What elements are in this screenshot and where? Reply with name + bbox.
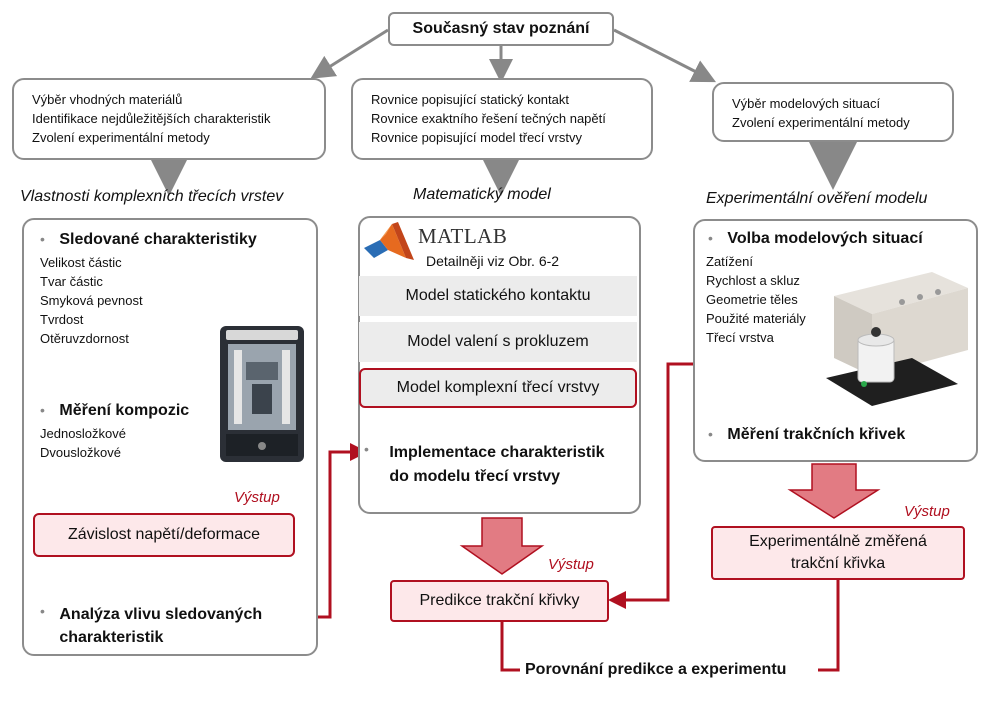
bullet-icon: •: [40, 402, 45, 418]
col1-top-box: Výběr vhodných materiálů Identifikace ne…: [12, 78, 326, 160]
col2-main-box: [358, 216, 641, 514]
col1-top-line: Výběr vhodných materiálů: [32, 92, 183, 107]
col3-section2-title: Měření trakčních křivek: [727, 426, 906, 443]
col1-section2-title-row: • Měření kompozic: [40, 402, 189, 420]
model-static-contact: Model statického kontaktu: [359, 276, 637, 316]
col3-top-box: Výběr modelových situací Zvolení experim…: [712, 82, 954, 142]
col3-section1-title: Volba modelových situací: [727, 230, 923, 247]
list-item: Tvar částic: [40, 274, 103, 289]
col3-section1-title-row: • Volba modelových situací: [708, 230, 923, 248]
col1-section2-title: Měření kompozic: [59, 402, 190, 419]
bullet-icon: •: [40, 231, 45, 247]
list-item: Jednosložkové: [40, 426, 126, 441]
col3-section2-title-row: • Měření trakčních křivek: [708, 426, 905, 444]
analysis-line: Analýza vlivu sledovaných: [59, 606, 263, 623]
bullet-icon: •: [708, 230, 713, 246]
block-arrow-col2: [459, 517, 545, 575]
col2-top-line: Rovnice exaktního řešení tečných napětí: [371, 111, 606, 126]
list-item: Rychlost a skluz: [706, 273, 800, 288]
implementation-line: Implementace charakteristik: [389, 444, 605, 461]
comparison-label: Porovnání predikce a experimentu: [525, 661, 787, 678]
list-item: Třecí vrstva: [706, 330, 774, 345]
tribometer-image: [826, 272, 968, 406]
list-item: Tvrdost: [40, 312, 84, 327]
col2-output-label: Výstup: [548, 556, 594, 573]
arrow-top-left: [310, 28, 389, 79]
col1-section2-list: Jednosložkové Dvousložkové: [40, 424, 126, 462]
col3-section1-list: Zatížení Rychlost a skluz Geometrie těle…: [706, 252, 806, 347]
connector-bottom: [500, 622, 520, 672]
block-arrow-col3: [787, 463, 881, 519]
col2-heading: Matematický model: [413, 186, 551, 203]
col2-output-box: Predikce trakční křivky: [390, 580, 609, 622]
col1-section1-list: Velikost částic Tvar částic Smyková pevn…: [40, 253, 143, 348]
col2-top-line: Rovnice popisující statický kontakt: [371, 92, 569, 107]
analysis-line: charakteristik: [59, 629, 164, 646]
list-item: Použité materiály: [706, 311, 806, 326]
col1-section1-title-row: • Sledované charakteristiky: [40, 231, 257, 249]
implementation-line: do modelu třecí vrstvy: [389, 468, 561, 485]
col1-top-line: Identifikace nejdůležitějších charakteri…: [32, 111, 271, 126]
list-item: Velikost částic: [40, 255, 122, 270]
top-title: Současný stav poznání: [412, 20, 590, 37]
connector-bottom-right: [818, 580, 840, 672]
list-item: Zatížení: [706, 254, 753, 269]
col2-implementation-row: • Implementace charakteristik do modelu …: [364, 441, 605, 489]
col1-heading: Vlastnosti komplexních třecích vrstev: [20, 188, 284, 205]
col3-output-line: trakční křivka: [790, 555, 886, 572]
list-item: Smyková pevnost: [40, 293, 143, 308]
model-complex-layer: Model komplexní třecí vrstvy: [359, 368, 637, 408]
col3-output-box: Experimentálně změřená trakční křivka: [711, 526, 965, 580]
col1-top-line: Zvolení experimentální metody: [32, 130, 210, 145]
model-label: Model statického kontaktu: [405, 287, 591, 304]
rheometer-image: [220, 326, 304, 462]
col3-output-label: Výstup: [904, 503, 950, 520]
bullet-icon: •: [40, 603, 45, 619]
top-title-box: Současný stav poznání: [388, 12, 614, 46]
bullet-icon: •: [708, 426, 713, 442]
model-label: Model valení s prokluzem: [407, 333, 589, 350]
list-item: Geometrie těles: [706, 292, 798, 307]
matlab-wordmark: MATLAB: [418, 224, 508, 248]
col3-top-line: Výběr modelových situací: [732, 96, 881, 111]
col1-section1-title: Sledované charakteristiky: [59, 231, 257, 248]
col1-output-box: Závislost napětí/deformace: [33, 513, 295, 557]
matlab-logo-icon: [364, 222, 414, 260]
model-label: Model komplexní třecí vrstvy: [396, 379, 600, 396]
list-item: Dvousložkové: [40, 445, 121, 460]
arrow-top-right: [613, 28, 717, 83]
col3-output-line: Experimentálně změřená: [749, 533, 927, 550]
col3-heading: Experimentální ověření modelu: [706, 190, 928, 207]
col1-output-text: Závislost napětí/deformace: [67, 526, 261, 543]
col2-top-line: Rovnice popisující model třecí vrstvy: [371, 130, 582, 145]
col2-top-box: Rovnice popisující statický kontakt Rovn…: [351, 78, 653, 160]
col3-top-line: Zvolení experimentální metody: [732, 115, 910, 130]
col2-output-text: Predikce trakční křivky: [419, 592, 580, 609]
col1-analysis-row: • Analýza vlivu sledovaných charakterist…: [40, 603, 262, 649]
matlab-detail: Detailněji viz Obr. 6-2: [426, 253, 560, 269]
bullet-icon: •: [364, 441, 369, 457]
col1-output-label: Výstup: [234, 489, 280, 506]
list-item: Otěruvzdornost: [40, 331, 129, 346]
model-rolling-slip: Model valení s prokluzem: [359, 322, 637, 362]
